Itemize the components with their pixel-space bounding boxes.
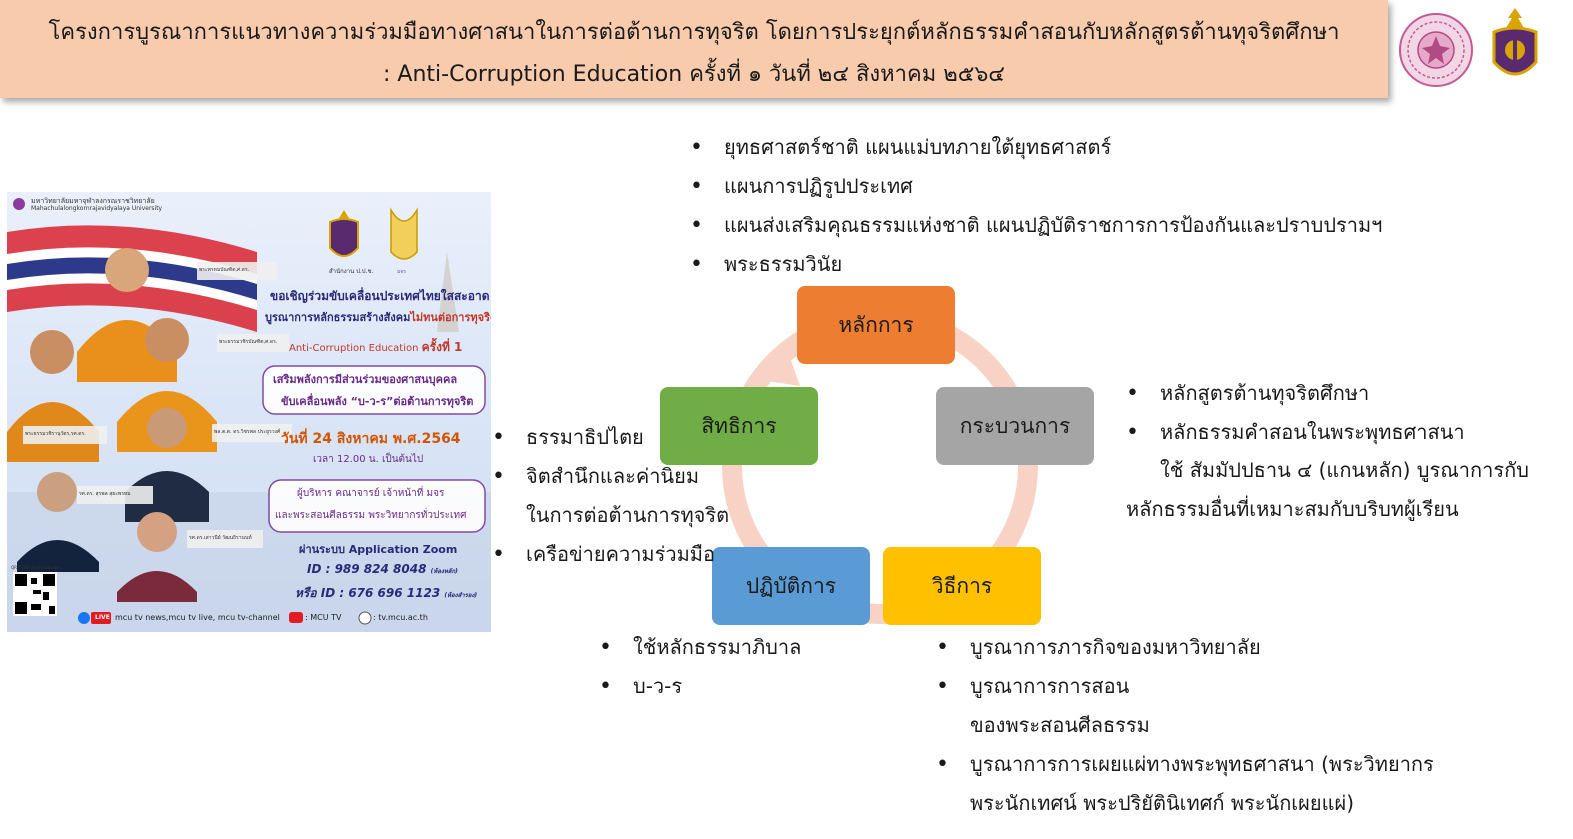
title-banner: โครงการบูรณาการแนวทางความร่วมมือทางศาสนา… [0, 0, 1388, 98]
poster-mcu-caption: มจร [397, 269, 406, 275]
box-practice: ปฏิบัติการ [712, 547, 870, 625]
poster-empower-2: ขับเคลื่อนพลัง “บ-ว-ร”ต่อต้านการทุจริต [281, 395, 474, 408]
poster-id-1-number: ID : 989 824 8048 [307, 562, 427, 576]
left-continuation: ในการต่อต้านการทุจริต [526, 503, 730, 527]
bottom-left-bullet-list: ใช้หลักธรรมาภิบาล บ-ว-ร [599, 628, 801, 706]
right-continuation-1: ใช้ สัมมัปปธาน ๔ (แกนหลัก) บูรณาการกับ [1160, 458, 1529, 482]
box-principle: หลักการ [797, 286, 955, 364]
poster-speaker-4: พล.ต.ต. ดร.วิชรพล ประยูรวงศ์ [214, 429, 281, 435]
poster-social-facebook: mcu tv news,mcu tv live, mcu tv-channel [115, 613, 280, 622]
poster-id-1: ID : 989 824 8048 (ห้องหลัก) [307, 562, 458, 576]
poster-invite-2b: ไม่ทนต่อการทุจริต [410, 311, 491, 324]
box-method: วิธีการ [883, 547, 1041, 625]
poster-id-1-note: (ห้องหลัก) [430, 568, 458, 575]
left-bullet-3: เครือข่ายความร่วมมือ [492, 535, 729, 574]
box-process: กระบวนการ [936, 387, 1094, 465]
top-bullet-3: แผนส่งเสริมคุณธรรมแห่งชาติ แผนปฏิบัติราช… [690, 206, 1382, 245]
poster-invite-line-1: ขอเชิญร่วมขับเคลื่อนประเทศไทยใสสะอาด [270, 289, 490, 303]
poster-ace-b: ครั้งที่ 1 [421, 340, 463, 354]
mcu-seal-logo [1399, 13, 1473, 87]
banner-title-line-2: : Anti-Corruption Education ครั้งที่ ๑ ว… [383, 62, 1005, 87]
poster-qr-caption: QR CODE สำหรับลงทะเบียน [11, 565, 62, 570]
right-bullet-1: หลักสูตรต้านทุจริตศึกษา [1126, 374, 1465, 413]
right-continuation-2: หลักธรรมอื่นที่เหมาะสมกับบริบทผู้เรียน [1126, 497, 1459, 521]
left-bullet-list: ธรรมาธิปไตย จิตสำนึกและค่านิยม ในการต่อต… [492, 418, 730, 574]
poster-id-2: หรือ ID : 676 696 1123 (ห้องสำรอง) [295, 584, 477, 603]
right-bullet-list: หลักสูตรต้านทุจริตศึกษา หลักธรรมคำสอนในพ… [1126, 374, 1465, 452]
poster-via: ผ่านระบบ Application Zoom [299, 543, 458, 556]
bottom-right-continuation-2: พระนักเทศน์ พระปริยัตินิเทศก์ พระนักเผยแ… [970, 791, 1354, 815]
poster-time: เวลา 12.00 น. เป็นต้นไป [313, 454, 424, 465]
poster-social-web: : tv.mcu.ac.th [373, 613, 428, 622]
poster-date: วันที่ 24 สิงหาคม พ.ศ.2564 [281, 431, 461, 447]
bottom-right-continuation-1: ของพระสอนศีลธรรม [970, 713, 1150, 737]
poster-university-en: Mahachulalongkornrajavidyalaya Universit… [31, 205, 163, 212]
poster-background [7, 198, 491, 632]
poster-university-th: มหาวิทยาลัยมหาจุฬาลงกรณราชวิทยาลัย [31, 197, 155, 205]
poster-speaker-6: รศ.ดร.เสาวนีย์ วัฒนถิรานนท์ [189, 535, 252, 541]
bottom-right-bullet-3: บูรณาการการเผยแผ่ทางพระพุทธศาสนา (พระวิท… [936, 745, 1434, 784]
bottom-right-bullet-1: บูรณาการภารกิจของมหาวิทยาลัย [936, 628, 1434, 667]
poster-nacc-caption: สำนักงาน ป.ป.ช. [329, 268, 374, 275]
poster-audience-2: และพระสอนศีลธรรม พระวิทยากรทั่วประเทศ [275, 510, 467, 521]
poster-speaker-2: พระธรรมวชิรบัณฑิต,ศ.ดร. [219, 339, 278, 345]
top-bullet-4: พระธรรมวินัย [690, 245, 1382, 284]
left-bullet-2: จิตสำนึกและค่านิยม [492, 457, 729, 496]
bottom-right-bullet-list: บูรณาการภารกิจของมหาวิทยาลัย บูรณาการการ… [936, 628, 1434, 823]
nacc-crest-logo [1492, 8, 1538, 76]
bottom-left-bullet-1: ใช้หลักธรรมาภิบาล [599, 628, 801, 667]
left-bullet-1: ธรรมาธิปไตย [492, 418, 729, 457]
poster-empower-1: เสริมพลังการมีส่วนร่วมของศาสนบุคคล [273, 373, 458, 386]
poster-social-youtube: : MCU TV [305, 613, 342, 622]
top-bullet-list: ยุทธศาสตร์ชาติ แผนแม่บทภายใต้ยุทธศาสตร์ … [690, 128, 1382, 284]
top-bullet-1: ยุทธศาสตร์ชาติ แผนแม่บทภายใต้ยุทธศาสตร์ [690, 128, 1382, 167]
poster-id-2-note: (ห้องสำรอง) [444, 592, 478, 599]
poster-speaker-3: พระธรรมวชิรานุวัตร,รศ.ดร. [25, 431, 86, 437]
poster-live-badge: LIVE [95, 614, 110, 621]
poster-id-2-number: หรือ ID : 676 696 1123 [295, 586, 441, 600]
poster-invite-2a: บูรณาการหลักธรรมสร้างสังคม [265, 311, 411, 324]
bottom-left-bullet-2: บ-ว-ร [599, 667, 801, 706]
banner-title-line-1: โครงการบูรณาการแนวทางความร่วมมือทางศาสนา… [48, 20, 1340, 45]
cycle-arrow-head [760, 346, 800, 386]
bottom-right-bullet-2: บูรณาการการสอน [936, 667, 1434, 706]
poster-invite-line-2: บูรณาการหลักธรรมสร้างสังคมไม่ทนต่อการทุจ… [265, 308, 491, 326]
right-bullet-2: หลักธรรมคำสอนในพระพุทธศาสนา [1126, 413, 1465, 452]
poster-speaker-5: รศ.ดร. สุรพล สุยะพรหม [79, 491, 131, 497]
top-bullet-2: แผนการปฏิรูปประเทศ [690, 167, 1382, 206]
poster-speaker-1: พระพรหมบัณฑิต,ศ.ดร. [199, 267, 250, 273]
poster-ace-title: Anti-Corruption Education ครั้งที่ 1 [289, 338, 462, 357]
event-poster: มหาวิทยาลัยมหาจุฬาลงกรณราชวิทยาลัย Mahac… [7, 192, 491, 632]
poster-ace-a: Anti-Corruption Education [289, 343, 419, 354]
poster-audience-1: ผู้บริหาร คณาจารย์ เจ้าหน้าที่ มจร [297, 488, 445, 499]
